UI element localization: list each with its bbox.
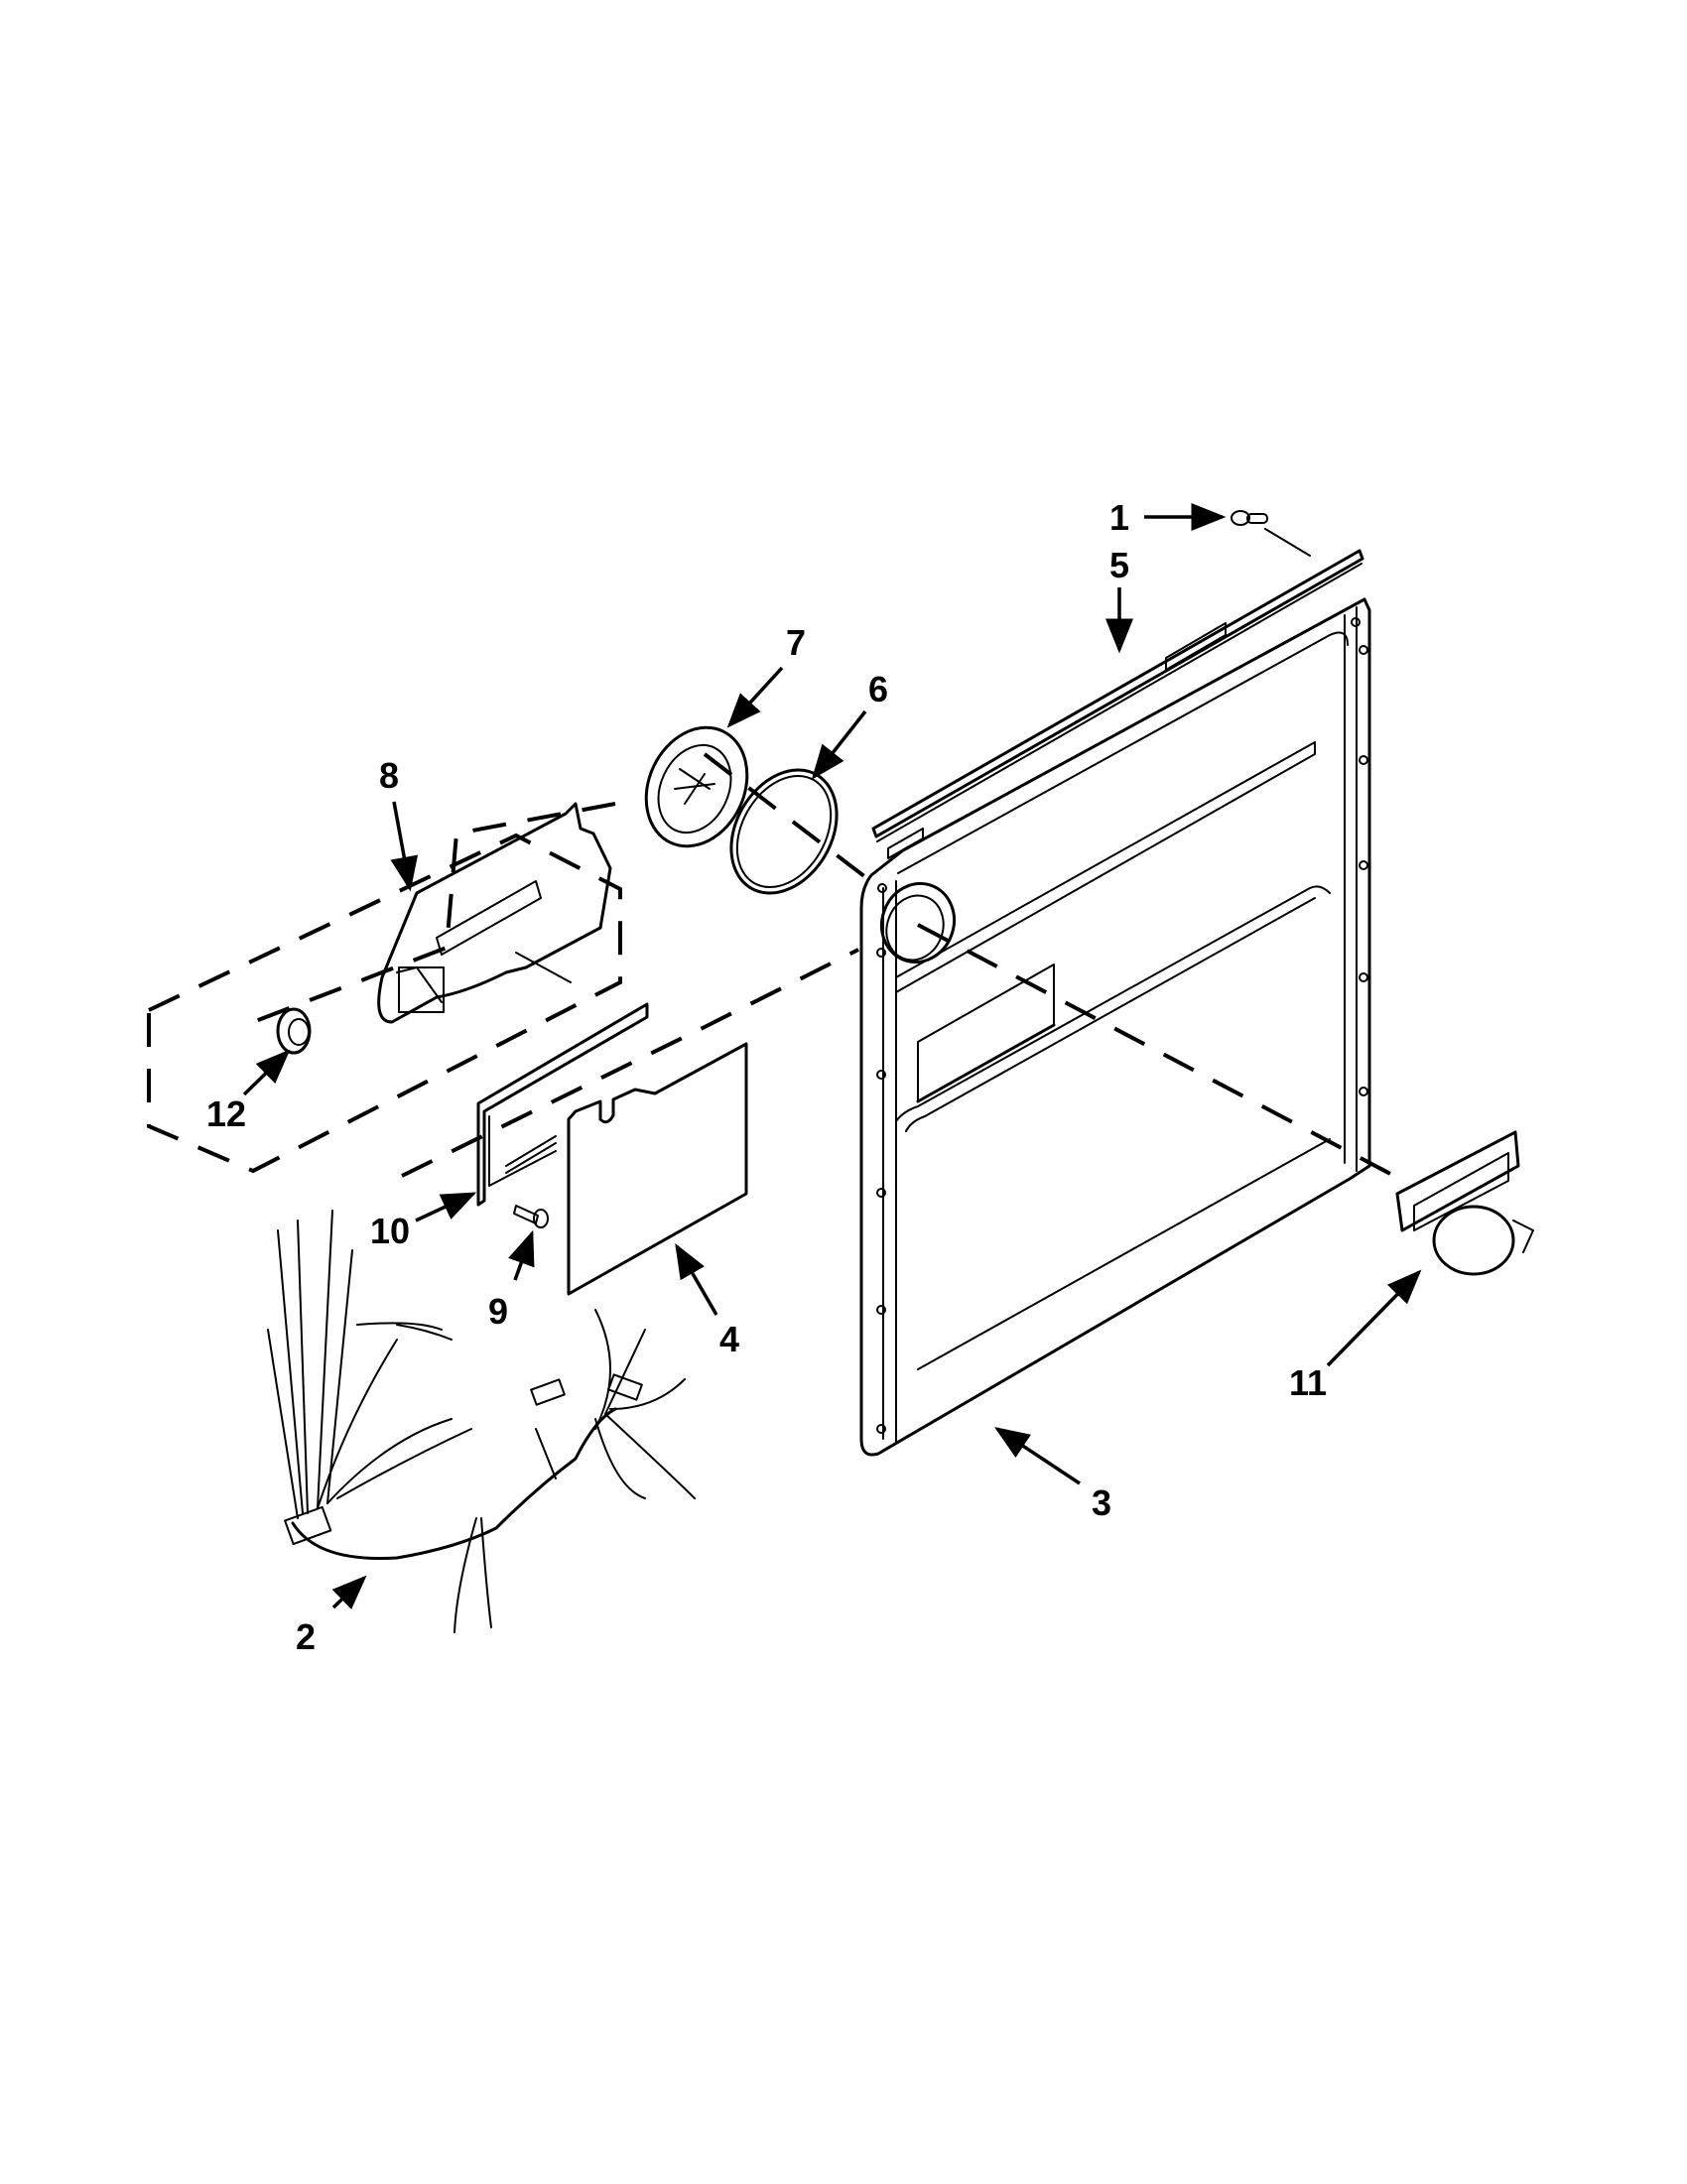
vent-assembly [1395,1130,1534,1276]
callout-arrows [242,503,1422,1609]
insulation-sheet [567,1042,748,1296]
rinse-aid-cap [276,1007,312,1055]
screw-holes [876,617,1368,1434]
screw-part-1 [1231,510,1311,557]
mounting-screw [513,1205,549,1228]
assembly-guide-lines [147,752,1395,1178]
callout-8: 8 [378,755,400,796]
vent-gasket-ring [729,768,839,895]
callout-11: 11 [1288,1362,1328,1403]
vent-cover [644,725,749,848]
dispenser-assembly [377,802,612,1024]
callout-9: 9 [487,1291,509,1332]
callout-10: 10 [369,1211,411,1251]
callout-2: 2 [295,1616,317,1657]
callout-3: 3 [1091,1482,1112,1523]
callout-7: 7 [785,622,807,663]
wiring-harness [267,1210,696,1633]
door-top-trim-strip [871,549,1364,859]
callout-6: 6 [867,669,889,709]
dispenser-gasket [476,1002,649,1207]
callout-12: 12 [205,1093,247,1134]
callout-4: 4 [718,1319,740,1359]
callout-5: 5 [1108,545,1130,585]
callout-1: 1 [1108,497,1130,538]
